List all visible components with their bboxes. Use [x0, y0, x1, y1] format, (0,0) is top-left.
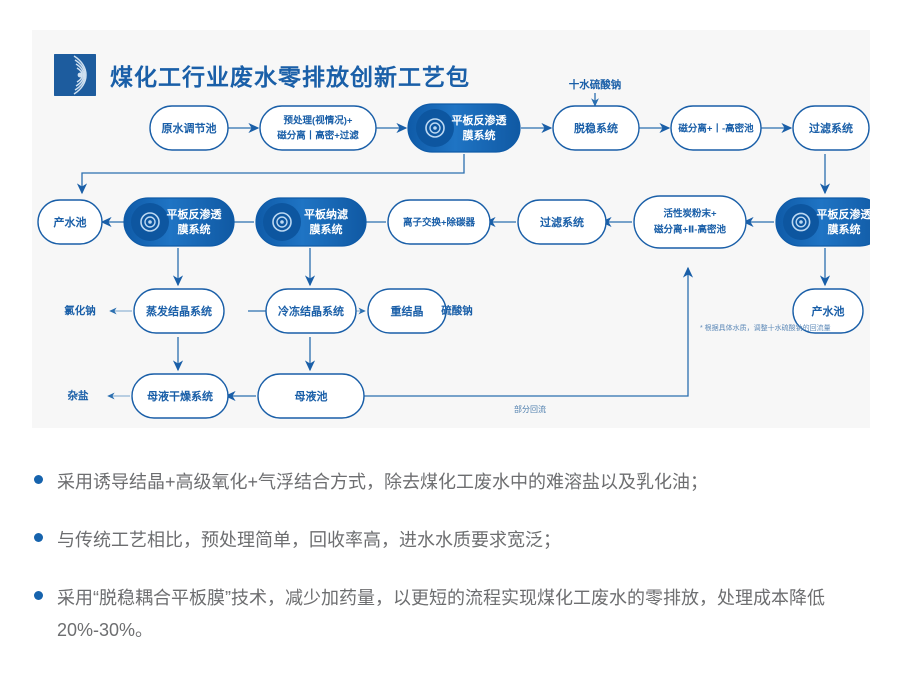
process-diagram-card: 煤化工行业废水零排放创新工艺包 — [32, 30, 870, 428]
membrane-disc-icon — [416, 109, 454, 147]
node-n13[interactable]: 平板反渗透 膜系统 — [775, 197, 871, 247]
node-label: 冷冻结晶系统 — [278, 304, 344, 318]
process-flow-diagram: 原水调节池 预处理(视情况)+ 磁分离丨高密+过滤 平板反渗透 膜系统 十水硫酸… — [37, 78, 871, 419]
bullet-text: 采用“脱稳耦合平板膜”技术，减少加药量，以更短的流程实现煤化工废水的零排放，处理… — [57, 588, 825, 640]
node-label: 原水调节池 — [162, 121, 217, 135]
node-label-line2: 膜系统 — [178, 222, 211, 236]
node-n18[interactable]: 母液干燥系统 — [131, 373, 229, 419]
membrane-disc-icon — [263, 203, 301, 241]
flow-label-partial-recycle: 部分回流 — [514, 404, 546, 414]
node-n5[interactable]: 磁分离+丨-高密池 — [670, 105, 762, 151]
node-label-line1: 平板纳滤 — [304, 207, 348, 221]
list-item: 与传统工艺相比，预处理简单，回收率高，进水水质要求宽泛； — [34, 524, 870, 556]
side-label-decahydrate: 十水硫酸钠 — [569, 78, 622, 91]
bullet-dot-icon — [34, 591, 43, 600]
list-item: 采用“脱稳耦合平板膜”技术，减少加药量，以更短的流程实现煤化工废水的零排放，处理… — [34, 582, 870, 646]
membrane-disc-icon — [131, 203, 169, 241]
node-label-line2: 磁分离丨高密+过滤 — [277, 130, 359, 142]
page-title: 煤化工行业废水零排放创新工艺包 — [110, 64, 470, 90]
node-n6[interactable]: 过滤系统 — [792, 105, 870, 151]
node-label: 离子交换+除碳器 — [403, 217, 476, 229]
node-n4[interactable]: 脱稳系统 — [552, 105, 640, 151]
node-n9[interactable]: 平板纳滤 膜系统 — [255, 197, 367, 247]
node-n19[interactable]: 母液池 — [257, 373, 365, 419]
feature-bullet-list: 采用诱导结晶+高级氧化+气浮结合方式，除去煤化工废水中的难溶盐以及乳化油； 与传… — [34, 466, 870, 672]
node-label: 母液池 — [295, 389, 328, 403]
diagram-header: 煤化工行业废水零排放创新工艺包 — [54, 54, 470, 96]
node-label-line1: 平板反渗透 — [452, 113, 508, 127]
bullet-dot-icon — [34, 475, 43, 484]
connector-recycle-to-n12 — [364, 266, 694, 397]
node-label: 过滤系统 — [809, 121, 853, 135]
diagram-footnote: * 根据具体水质，调整十水硫酸钠的回流量 — [700, 323, 831, 332]
node-n16[interactable]: 重结晶 — [367, 288, 447, 334]
node-n2[interactable]: 预处理(视情况)+ 磁分离丨高密+过滤 — [259, 105, 377, 151]
side-label-sodium-chloride: 氯化钠 — [64, 304, 96, 317]
node-label-line1: 预处理(视情况)+ — [284, 115, 353, 127]
node-label: 产水池 — [54, 215, 87, 229]
node-n14[interactable]: 蒸发结晶系统 — [133, 288, 225, 334]
connector-n3-n7 — [76, 154, 465, 195]
node-n17[interactable]: 产水池 — [792, 288, 864, 334]
node-n11[interactable]: 过滤系统 — [517, 199, 607, 245]
list-item: 采用诱导结晶+高级氧化+气浮结合方式，除去煤化工废水中的难溶盐以及乳化油； — [34, 466, 870, 498]
bullet-text: 与传统工艺相比，预处理简单，回收率高，进水水质要求宽泛； — [57, 530, 561, 550]
side-label-sodium-sulfate: 硫酸钠 — [441, 304, 473, 317]
node-label: 产水池 — [812, 304, 845, 318]
node-n15[interactable]: 冷冻结晶系统 — [265, 288, 357, 334]
node-n3[interactable]: 平板反渗透 膜系统 — [407, 103, 521, 153]
node-label: 蒸发结晶系统 — [146, 304, 212, 318]
node-label: 过滤系统 — [540, 215, 584, 229]
node-label-line1: 平板反渗透 — [817, 207, 871, 221]
membrane-disc-icon — [783, 204, 819, 240]
node-n8[interactable]: 平板反渗透 膜系统 — [123, 197, 235, 247]
node-label-line1: 平板反渗透 — [167, 207, 223, 221]
node-label: 母液干燥系统 — [147, 389, 213, 403]
node-label: 重结晶 — [391, 304, 424, 318]
node-label-line1: 活性炭粉末+ — [663, 208, 717, 220]
node-label-line2: 膜系统 — [310, 222, 343, 236]
node-label: 磁分离+丨-高密池 — [678, 123, 754, 135]
node-label-line2: 膜系统 — [828, 222, 861, 236]
node-n10[interactable]: 离子交换+除碳器 — [387, 199, 491, 245]
node-n7[interactable]: 产水池 — [37, 199, 103, 245]
water-ripple-logo-icon — [54, 54, 96, 96]
bullet-dot-icon — [34, 533, 43, 542]
side-label-mixed-salt: 杂盐 — [68, 389, 89, 402]
node-n12[interactable]: 活性炭粉末+ 磁分离+Ⅱ-高密池 — [633, 195, 747, 249]
bullet-text: 采用诱导结晶+高级氧化+气浮结合方式，除去煤化工废水中的难溶盐以及乳化油； — [57, 472, 709, 492]
node-label: 脱稳系统 — [574, 121, 618, 135]
node-label-line2: 膜系统 — [463, 128, 496, 142]
node-label-line2: 磁分离+Ⅱ-高密池 — [654, 224, 726, 236]
node-n1[interactable]: 原水调节池 — [149, 105, 229, 151]
